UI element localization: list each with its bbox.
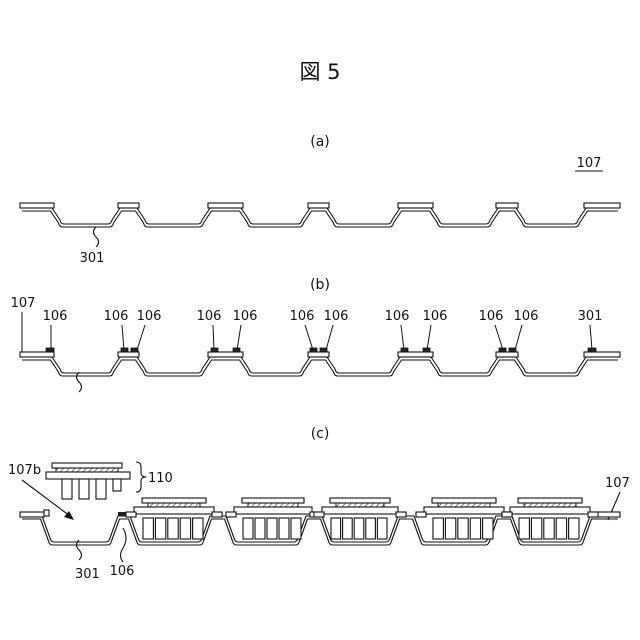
label-106-12: 301 bbox=[578, 309, 603, 324]
panel-b: (b) 107 106 106 106 106 106 106 106 106 … bbox=[11, 277, 620, 392]
label-107-a: 107 bbox=[577, 156, 602, 171]
substrate-a bbox=[20, 203, 620, 227]
leader-301-b bbox=[77, 372, 82, 392]
label-301-c: 301 bbox=[75, 567, 100, 582]
figure-title: 図 5 bbox=[299, 60, 340, 84]
label-107b: 107b bbox=[8, 463, 41, 478]
label-106-11: 106 bbox=[514, 309, 539, 324]
label-106-6: 106 bbox=[290, 309, 315, 324]
leader-301-a bbox=[94, 227, 99, 247]
brace-110 bbox=[136, 462, 146, 492]
modules-mounted bbox=[126, 498, 598, 539]
label-107-b: 107 bbox=[11, 296, 36, 311]
label-106-1: 106 bbox=[43, 309, 68, 324]
label-107-c: 107 bbox=[605, 476, 630, 491]
panel-c: (c) 110 107b 107 301 106 bbox=[8, 426, 630, 582]
module-110-detached bbox=[46, 463, 130, 499]
label-301-a: 301 bbox=[80, 251, 105, 266]
label-106-7: 106 bbox=[324, 309, 349, 324]
panel-a-caption: (a) bbox=[310, 134, 330, 150]
panel-b-caption: (b) bbox=[310, 277, 330, 293]
panel-a: (a) 107 301 bbox=[20, 134, 620, 266]
label-106-4: 106 bbox=[197, 309, 222, 324]
label-106-9: 106 bbox=[423, 309, 448, 324]
label-106-c: 106 bbox=[110, 564, 135, 579]
clip-small-c bbox=[44, 510, 49, 516]
leaders-106 bbox=[51, 325, 592, 350]
label-106-10: 106 bbox=[479, 309, 504, 324]
panel-c-caption: (c) bbox=[311, 426, 330, 442]
label-106-3: 106 bbox=[137, 309, 162, 324]
label-106-5: 106 bbox=[233, 309, 258, 324]
label-106-2: 106 bbox=[104, 309, 129, 324]
substrate-b bbox=[20, 348, 620, 376]
label-110: 110 bbox=[148, 471, 173, 486]
leader-301-c bbox=[77, 540, 82, 560]
label-106-8: 106 bbox=[385, 309, 410, 324]
leader-106-c bbox=[121, 528, 127, 562]
